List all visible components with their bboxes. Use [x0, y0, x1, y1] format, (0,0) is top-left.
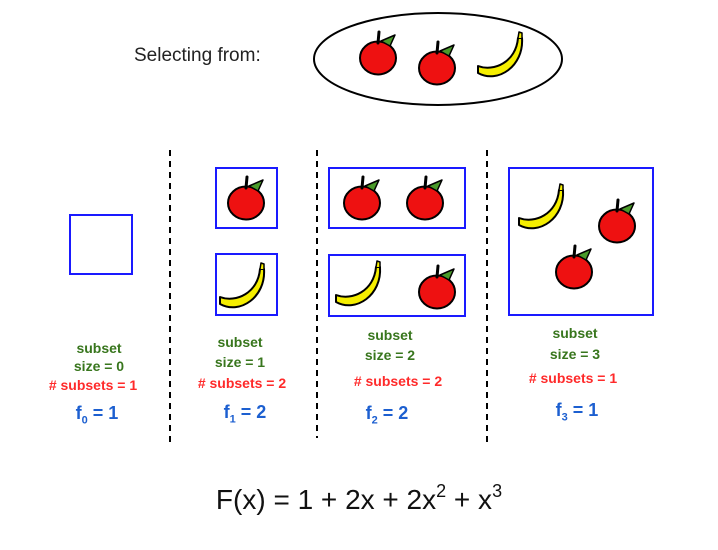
- subset-label: subset: [367, 327, 413, 343]
- pool-banana-icon: [477, 31, 524, 78]
- subset-count-label: # subsets = 2: [353, 373, 443, 389]
- subset-box: [215, 253, 278, 316]
- subset-count-label: # subsets = 1: [48, 377, 138, 393]
- f-value-label: f2 = 2: [365, 403, 409, 427]
- apple-icon: [597, 198, 637, 244]
- subset-count-label: # subsets = 1: [528, 370, 618, 386]
- banana-icon: [219, 262, 266, 309]
- subset-box: [328, 167, 466, 229]
- subset-label: subset: [217, 334, 263, 350]
- subset-count-label: # subsets = 2: [197, 375, 287, 391]
- pool-apple-icon: [358, 30, 398, 76]
- f-value-label: f1 = 2: [223, 402, 267, 426]
- empty-subset-box: [69, 214, 133, 275]
- subset-label: subset: [552, 325, 598, 341]
- pool-ellipse: [313, 12, 563, 106]
- subset-box: [215, 167, 278, 229]
- apple-icon: [417, 264, 457, 310]
- subset-box: [508, 167, 654, 316]
- f-value-label: f0 = 1: [75, 403, 119, 427]
- banana-icon: [335, 260, 382, 307]
- apple-icon: [226, 175, 266, 221]
- selecting-from-label: Selecting from:: [134, 45, 261, 66]
- size-label: size = 2: [364, 347, 416, 363]
- banana-icon: [518, 183, 565, 230]
- generating-function-formula: F(x) = 1 + 2x + 2x2 + x3: [215, 481, 503, 515]
- apple-icon: [342, 175, 382, 221]
- subset-label: subset: [76, 340, 122, 356]
- apple-icon: [554, 244, 594, 290]
- size-label: size = 3: [549, 346, 601, 362]
- apple-icon: [405, 175, 445, 221]
- size-label: size = 1: [214, 354, 266, 370]
- pool-apple-icon: [417, 40, 457, 86]
- subset-box: [328, 254, 466, 317]
- size-label: size = 0: [73, 358, 125, 374]
- f-value-label: f3 = 1: [555, 400, 599, 424]
